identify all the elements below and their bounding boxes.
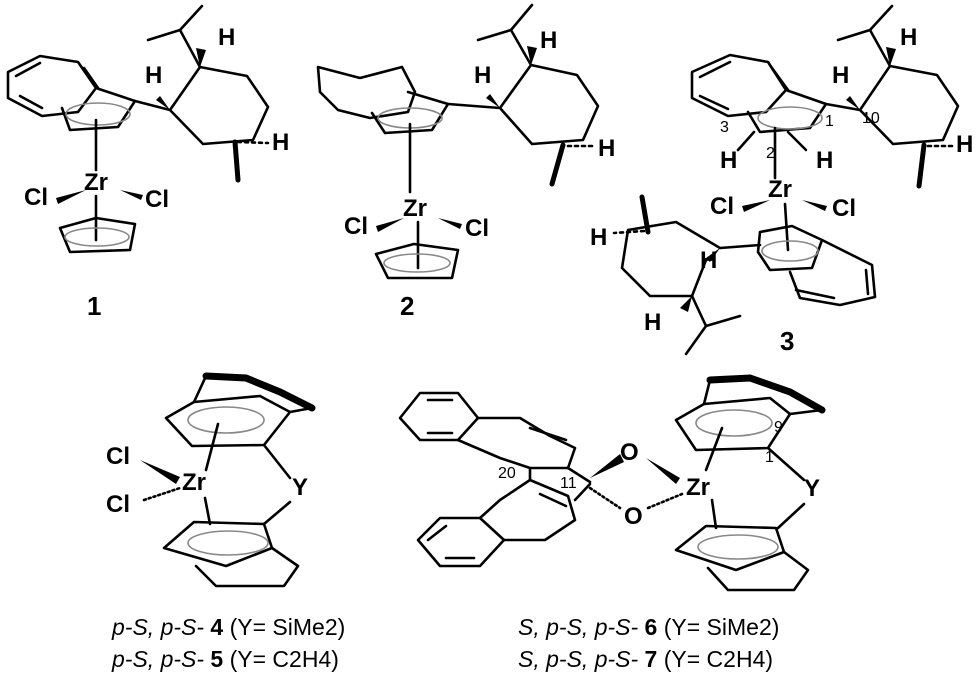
zirconium-label: Zr [84,169,108,196]
chloride-label: Cl [344,213,368,240]
caption-compound-7: S, p-S, p-S- 7 (Y= C2H4) [518,646,773,673]
h-label: H [956,131,973,158]
locant-label: 10 [862,110,880,127]
h-label: H [598,135,615,162]
compound-number: 2 [400,291,414,321]
substituent-note: (Y= SiMe2) [229,614,346,640]
compound-4-5: Y Zr Cl Cl [106,372,316,588]
h-label: H [720,147,737,174]
stereo-descriptor: p-S, p-S- [112,614,205,640]
locant-label: 2 [766,145,775,162]
h-label: H [644,309,661,336]
h-label: H [145,62,162,89]
compound-6-7: 20 11 O O Zr 9 1 Y [398,374,826,592]
compound-3: H H H H H 3 2 1 10 Zr Cl Cl H H H 3 [590,4,973,356]
chloride-label: Cl [832,195,856,222]
chloride-label: Cl [145,186,169,213]
substituent-note: (Y= C2H4) [229,646,339,672]
h-label: H [700,247,717,274]
oxygen-label: O [624,503,643,530]
h-label: H [900,24,917,51]
substituent-note: (Y= C2H4) [663,646,774,672]
chloride-label: Cl [465,215,489,242]
caption-compound-6: S, p-S, p-S- 6 (Y= SiMe2) [518,614,779,641]
locant-label: 20 [498,465,516,482]
chloride-label: Cl [24,184,48,211]
locant-label: 1 [765,449,774,466]
chloride-label: Cl [106,491,130,518]
h-label: H [832,62,849,89]
substituent-note: (Y= SiMe2) [663,614,780,640]
locant-label: 11 [560,475,577,492]
compound-number: 6 [644,614,658,640]
compound-number: 4 [210,614,224,640]
caption-compound-5: p-S, p-S- 5 (Y= C2H4) [112,646,339,673]
locant-label: 9 [774,419,783,436]
compound-number: 7 [644,646,658,672]
zirconium-label: Zr [686,474,710,501]
compound-number: 5 [210,646,224,672]
chloride-label: Cl [710,193,734,220]
h-label: H [540,27,557,54]
zirconium-label: Zr [182,469,206,496]
compound-number: 1 [87,291,101,321]
chloride-label: Cl [106,443,130,470]
h-label: H [590,224,607,251]
stereo-descriptor: p-S, p-S- [112,646,205,672]
oxygen-label: O [620,439,639,466]
zirconium-label: Zr [403,195,427,222]
locant-label: 3 [720,119,729,136]
h-label: H [272,129,289,156]
bridge-y-label: Y [804,475,820,502]
compound-1: H H H Zr Cl Cl 1 [6,4,289,321]
locant-label: 1 [825,113,834,130]
compound-number: 3 [780,326,794,356]
stereo-descriptor: S, p-S, p-S- [518,614,639,640]
h-label: H [218,24,235,51]
stereo-descriptor: S, p-S, p-S- [518,646,639,672]
h-label: H [474,62,491,89]
zirconium-label: Zr [768,176,792,203]
h-label: H [816,147,833,174]
caption-compound-4: p-S, p-S- 4 (Y= SiMe2) [112,614,345,641]
bridge-y-label: Y [292,474,308,501]
compound-2: H H H Zr Cl Cl 2 [316,3,615,321]
